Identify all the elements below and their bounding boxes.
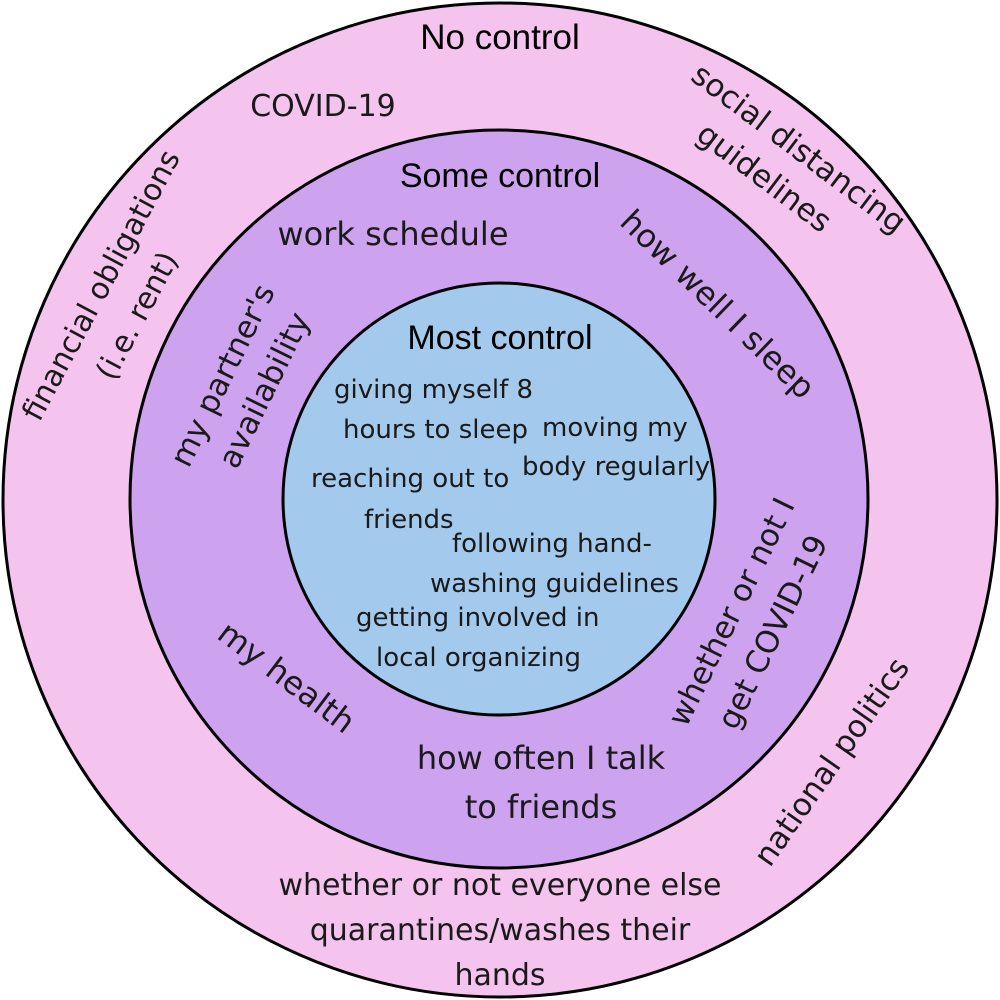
most-control-item-moving: moving my body regularly bbox=[522, 413, 710, 482]
most-control-item-reaching-out: reaching out to friends bbox=[311, 464, 509, 535]
some-control-item-talk: how often I talk to friends bbox=[417, 739, 666, 826]
most-control-title: Most control bbox=[407, 319, 592, 357]
no-control-item-everyone-else: whether or not everyone else quarantines… bbox=[279, 868, 722, 993]
everyone-else-line-3: hands bbox=[454, 958, 545, 993]
everyone-else-line-2: quarantines/washes their bbox=[310, 913, 691, 948]
sleep8-line-1: giving myself 8 bbox=[334, 375, 533, 405]
organizing-line-1: getting involved in bbox=[356, 603, 599, 633]
everyone-else-line-1: whether or not everyone else bbox=[279, 868, 722, 903]
most-control-item-hand-washing: following hand- washing guidelines bbox=[430, 529, 679, 599]
no-control-title: No control bbox=[420, 18, 580, 57]
hand-washing-line-2: washing guidelines bbox=[430, 569, 679, 599]
no-control-item-covid: COVID-19 bbox=[250, 89, 396, 124]
some-control-item-work: work schedule bbox=[277, 215, 508, 253]
reaching-line-2: friends bbox=[364, 505, 454, 535]
most-control-circle bbox=[281, 281, 717, 717]
reaching-line-1: reaching out to bbox=[311, 464, 509, 494]
moving-line-2: body regularly bbox=[522, 452, 710, 482]
most-control-item-sleep8: giving myself 8 hours to sleep bbox=[334, 375, 533, 445]
sleep8-line-2: hours to sleep bbox=[343, 415, 528, 445]
organizing-line-2: local organizing bbox=[376, 643, 581, 673]
talk-to-friends-line-2: to friends bbox=[465, 788, 618, 826]
moving-line-1: moving my bbox=[542, 413, 688, 443]
some-control-title: Some control bbox=[400, 157, 600, 195]
most-control-item-organizing: getting involved in local organizing bbox=[356, 603, 599, 673]
hand-washing-line-1: following hand- bbox=[452, 529, 652, 559]
talk-to-friends-line-1: how often I talk bbox=[417, 739, 666, 777]
